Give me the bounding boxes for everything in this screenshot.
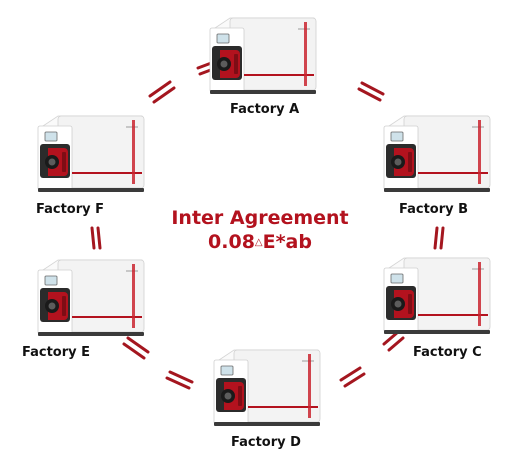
link-a-f (148, 60, 218, 104)
spectrophotometer-f (37, 115, 145, 193)
value-suffix: E*ab (262, 231, 312, 253)
node-label-a: Factory A (230, 102, 300, 117)
node-label-d: Factory D (231, 435, 301, 450)
value-prefix: 0.08 (208, 231, 255, 253)
center-value: 0.08△E*ab (150, 230, 370, 255)
node-label-b: Factory B (399, 202, 469, 217)
spectrophotometer-e (37, 259, 145, 337)
node-label-e: Factory E (22, 345, 91, 360)
link-a-b (357, 81, 385, 102)
spectrophotometer-d (213, 349, 321, 427)
link-c-d (339, 330, 405, 388)
delta-icon: △ (254, 237, 263, 248)
link-d-e (122, 336, 194, 390)
link-b-c (433, 226, 445, 250)
center-summary: Inter Agreement 0.08△E*ab (150, 206, 370, 255)
link-e-f (90, 226, 102, 250)
node-label-c: Factory C (413, 345, 482, 360)
spectrophotometer-b (383, 115, 491, 193)
center-title: Inter Agreement (171, 207, 349, 229)
spectrophotometer-a (209, 17, 317, 95)
node-label-f: Factory F (36, 202, 105, 217)
spectrophotometer-c (383, 257, 491, 335)
